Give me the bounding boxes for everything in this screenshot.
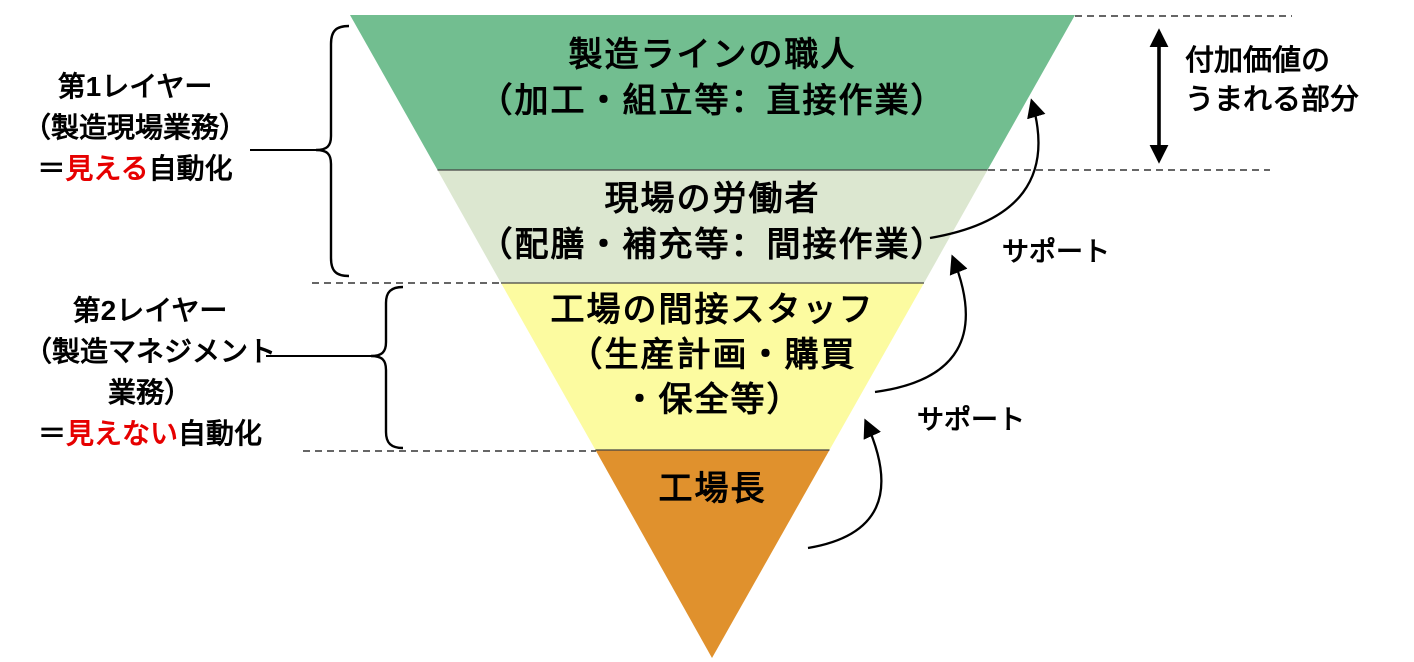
support-arrow-1 (929, 98, 1046, 240)
added-value-line1: 付加価値の (1185, 45, 1331, 77)
pyramid-layer3-label: 工場の間接スタッフ （生産計画・購買 ・保全等） (350, 288, 1075, 423)
pyramid-layer4-label: 工場長 (350, 466, 1075, 512)
left-annotation-layer1: 第1レイヤー （製造現場業務） ＝見える自動化 (0, 66, 285, 189)
pyramid-layer1-label: 製造ラインの職人 （加工・組立等：直接作業） (350, 32, 1075, 124)
left-annotation-layer2: 第2レイヤー （製造マネジメント 業務） ＝見えない自動化 (0, 290, 300, 454)
support-arrow-3 (807, 418, 883, 550)
support-arrow-2 (874, 254, 968, 394)
pyramid-layer2-line2: （配膳・補充等：間接作業） (478, 226, 947, 264)
pyramid-layer1-line2: （加工・組立等：直接作業） (478, 82, 947, 120)
support-label-1: サポート (1002, 237, 1110, 267)
layer2-eq-suffix: 自動化 (178, 418, 263, 449)
pyramid-layer2-line1: 現場の労働者 (604, 180, 821, 218)
pyramid-layer-2 (437, 170, 988, 283)
layer1-subtitle: （製造現場業務） (22, 112, 247, 143)
pyramid-layer2-label: 現場の労働者 （配膳・補充等：間接作業） (350, 176, 1075, 268)
layer1-equation: ＝見える自動化 (0, 148, 285, 189)
layer1-eq-suffix: 自動化 (148, 153, 233, 184)
pyramid-layer-1 (350, 15, 1075, 170)
pyramid-layer3-line3: ・保全等） (622, 381, 803, 419)
pyramid-layer3-line1: 工場の間接スタッフ (550, 291, 875, 329)
pyramid-layer3-line2: （生産計画・購買 (568, 336, 857, 374)
brace-layer1 (315, 24, 350, 278)
added-value-line2: うまれる部分 (1185, 84, 1360, 116)
pyramid-layer1-line1: 製造ラインの職人 (568, 36, 857, 74)
layer2-eq-highlight: 見えない (65, 418, 178, 449)
added-value-note: 付加価値の うまれる部分 (1185, 42, 1359, 120)
layer1-eq-highlight: 見える (65, 153, 149, 184)
support-label-2: サポート (917, 405, 1025, 435)
layer2-subtitle2: 業務） (107, 377, 192, 408)
layer2-title: 第2レイヤー (72, 295, 228, 326)
layer2-equation: ＝見えない自動化 (0, 413, 300, 454)
layer1-title: 第1レイヤー (57, 71, 213, 102)
layer1-eq-prefix: ＝ (37, 153, 66, 184)
pyramid-layer4-line1: 工場長 (658, 470, 767, 508)
pyramid-layer-4 (595, 450, 830, 658)
layer2-subtitle: （製造マネジメント (23, 336, 276, 367)
pyramid-layer-3 (501, 283, 924, 450)
layer2-eq-prefix: ＝ (37, 418, 66, 449)
